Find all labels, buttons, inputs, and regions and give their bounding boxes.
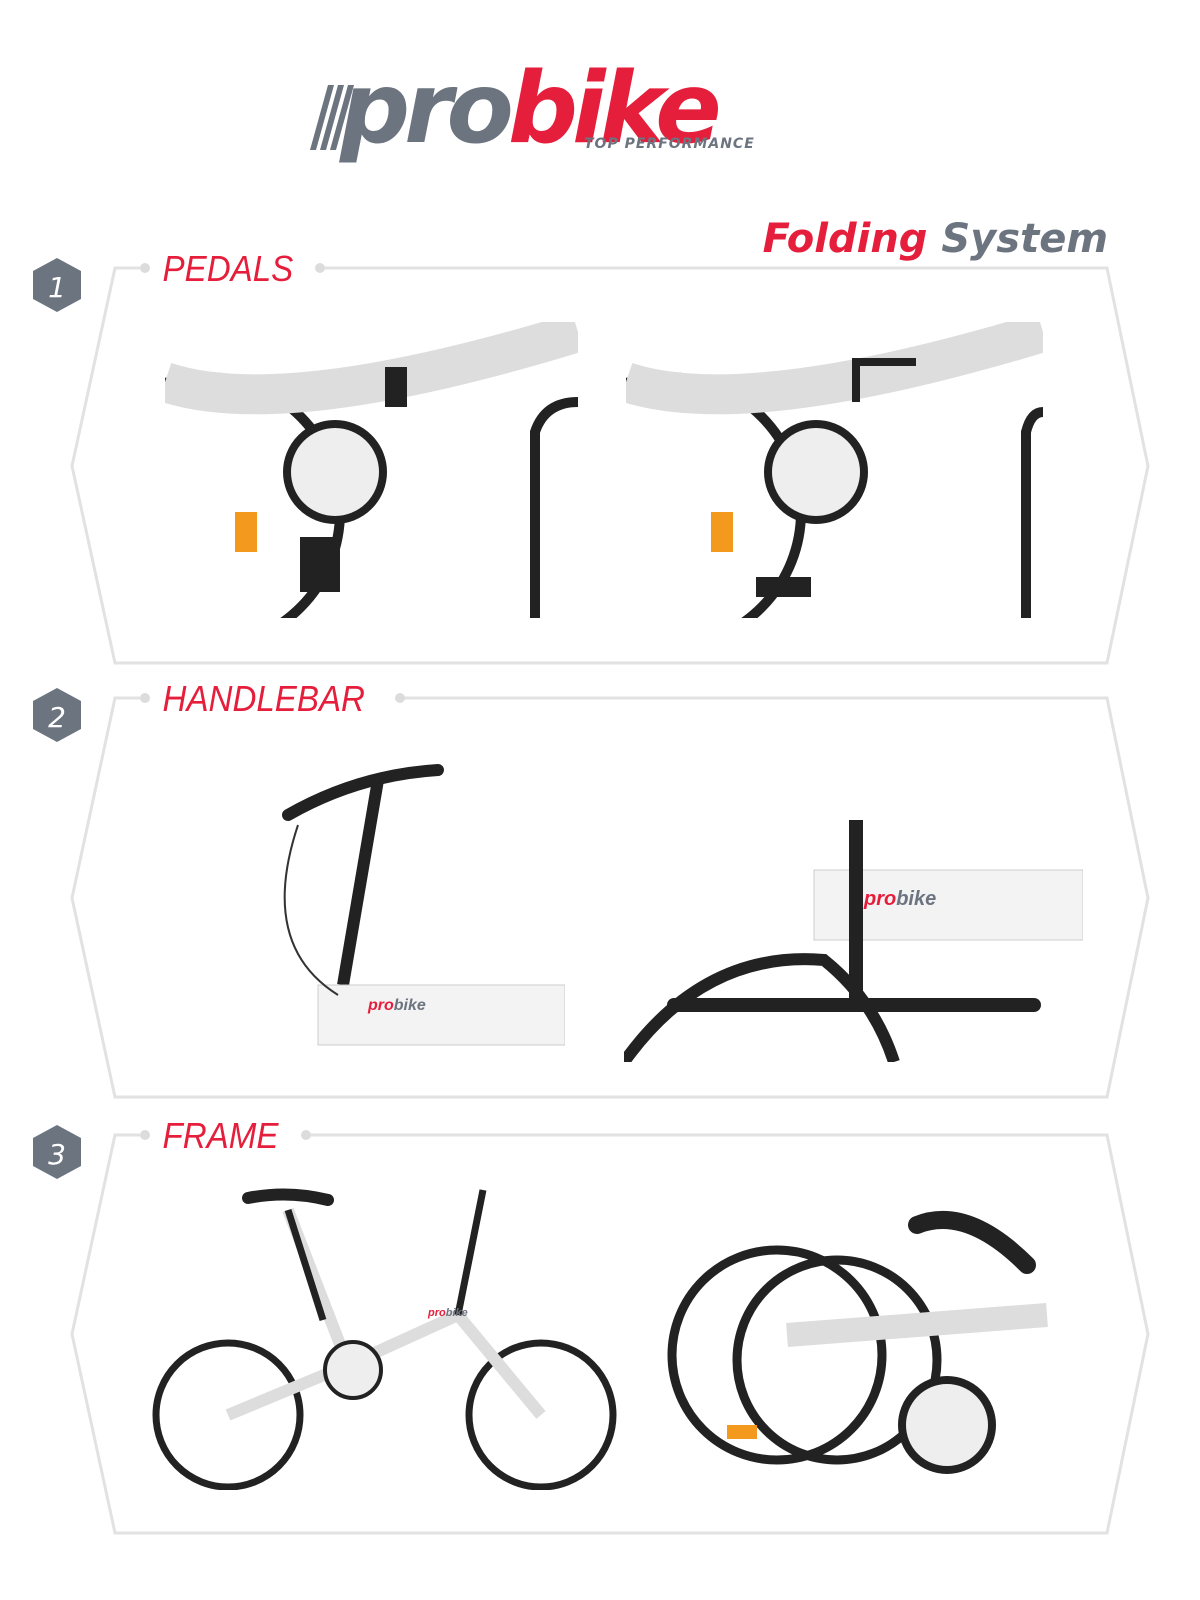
handlebar-unfolded-photo: probike — [228, 745, 566, 1062]
section-number-badge: 2 — [33, 688, 81, 742]
logo-bike: bike — [507, 52, 722, 166]
logo-tagline: TOP PERFORMANCE — [584, 136, 755, 152]
logo-pro: pro — [340, 52, 514, 166]
page-headline: Folding System — [763, 216, 1108, 262]
section-title-frame: FRAME — [157, 1115, 284, 1157]
section-number-badge: 1 — [33, 258, 81, 312]
svg-text:probike: probike — [863, 888, 936, 910]
pedals-folded-photo — [526, 312, 1049, 652]
pedals-unfolded-photo — [65, 312, 584, 652]
speed-stripes-icon — [310, 85, 354, 150]
section-title-handlebar: HANDLEBAR — [157, 678, 371, 720]
probike-logo: probike TOP PERFORMANCE — [310, 52, 870, 166]
headline-folding: Folding — [762, 216, 928, 262]
svg-text:probike: probike — [427, 1307, 468, 1319]
frame-unfolded-photo: probike — [148, 1170, 617, 1491]
svg-text:probike: probike — [367, 997, 426, 1014]
frame-folded-photo — [667, 1185, 1062, 1480]
handlebar-folded-photo: probike — [619, 760, 1084, 1066]
section-title-pedals: PEDALS — [157, 248, 299, 290]
headline-system: System — [941, 216, 1108, 262]
section-number-badge: 3 — [33, 1125, 81, 1179]
